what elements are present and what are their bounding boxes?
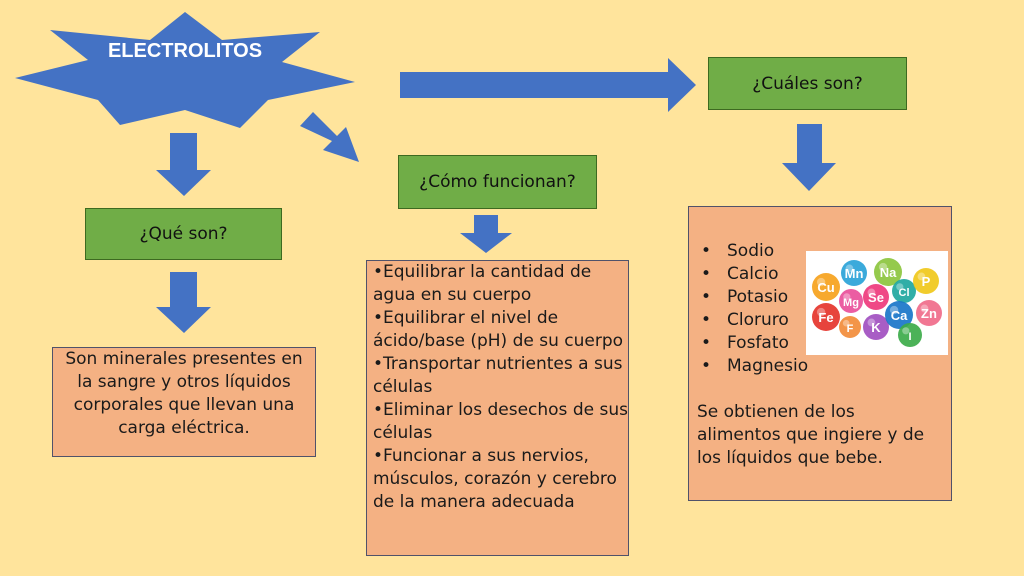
heading-como-funcionan-label: ¿Cómo funcionan? xyxy=(419,172,576,192)
mineral-symbol: Mn xyxy=(845,266,864,281)
list-item: Potasio xyxy=(701,286,943,309)
heading-que-son-label: ¿Qué son? xyxy=(139,224,228,244)
mineral-symbol: Cu xyxy=(817,280,834,295)
list-item: Sodio xyxy=(701,240,943,263)
mineral-bubble: Cl xyxy=(892,279,916,303)
heading-como-funcionan: ¿Cómo funcionan? xyxy=(398,155,597,209)
mineral-symbol: F xyxy=(847,323,854,335)
heading-cuales-son-label: ¿Cuáles son? xyxy=(752,73,863,94)
list-item: Magnesio xyxy=(701,355,943,378)
sources-note: Se obtienen de los alimentos que ingiere… xyxy=(697,402,925,468)
mineral-symbol: Ca xyxy=(891,308,908,323)
list-item: Fosfato xyxy=(701,332,943,355)
mineral-symbol: I xyxy=(908,331,911,343)
mineral-symbol: Fe xyxy=(818,310,833,325)
mineral-bubble: K xyxy=(863,314,889,340)
mineral-bubble: Mg xyxy=(839,289,863,313)
arrow-down-icon xyxy=(156,272,211,333)
mineral-bubble: Fe xyxy=(812,303,840,331)
function-item: •Eliminar los desechos de sus células xyxy=(373,400,628,443)
mineral-bubble: F xyxy=(839,316,861,338)
function-item: •Equilibrar el nivel de ácido/base (pH) … xyxy=(373,308,624,351)
mineral-symbol: Na xyxy=(880,265,897,280)
arrow-down-icon xyxy=(782,124,836,191)
mineral-bubble: P xyxy=(913,268,939,294)
mineral-bubble: Mn xyxy=(841,260,867,286)
arrow-diagonal-icon xyxy=(300,112,359,162)
function-item: •Transportar nutrientes a sus células xyxy=(373,354,623,397)
mineral-symbol: P xyxy=(922,274,931,289)
list-item: Cloruro xyxy=(701,309,943,332)
mineral-symbol: Se xyxy=(868,290,884,305)
function-item: •Funcionar a sus nervios, músculos, cora… xyxy=(373,446,617,512)
como-funcionan-box: •Equilibrar la cantidad de agua en su cu… xyxy=(366,260,629,556)
mineral-symbol: Cl xyxy=(899,287,910,299)
mineral-bubble: Zn xyxy=(916,300,942,326)
heading-cuales-son: ¿Cuáles son? xyxy=(708,57,907,110)
arrow-down-icon xyxy=(156,133,211,196)
que-son-box: Son minerales presentes en la sangre y o… xyxy=(52,347,316,457)
mineral-bubble: Cu xyxy=(812,273,840,301)
arrow-down-icon xyxy=(460,215,512,253)
mineral-symbol: Zn xyxy=(921,306,937,321)
mineral-bubble: Ca xyxy=(885,301,913,329)
mineral-symbol: Mg xyxy=(843,297,859,309)
mineral-bubble: Se xyxy=(863,284,889,310)
list-item: Calcio xyxy=(701,263,943,286)
mineral-bubble: Na xyxy=(874,258,902,286)
heading-que-son: ¿Qué son? xyxy=(85,208,282,260)
mineral-symbol: K xyxy=(871,320,881,335)
electrolyte-list: Sodio Calcio Potasio Cloruro Fosfato Mag… xyxy=(697,240,943,378)
mineral-bubble: I xyxy=(898,323,922,347)
function-item: •Equilibrar la cantidad de agua en su cu… xyxy=(373,262,592,305)
diagram-title: ELECTROLITOS xyxy=(107,40,263,62)
arrow-right-icon xyxy=(400,58,696,112)
que-son-text: Son minerales presentes en la sangre y o… xyxy=(65,349,303,438)
